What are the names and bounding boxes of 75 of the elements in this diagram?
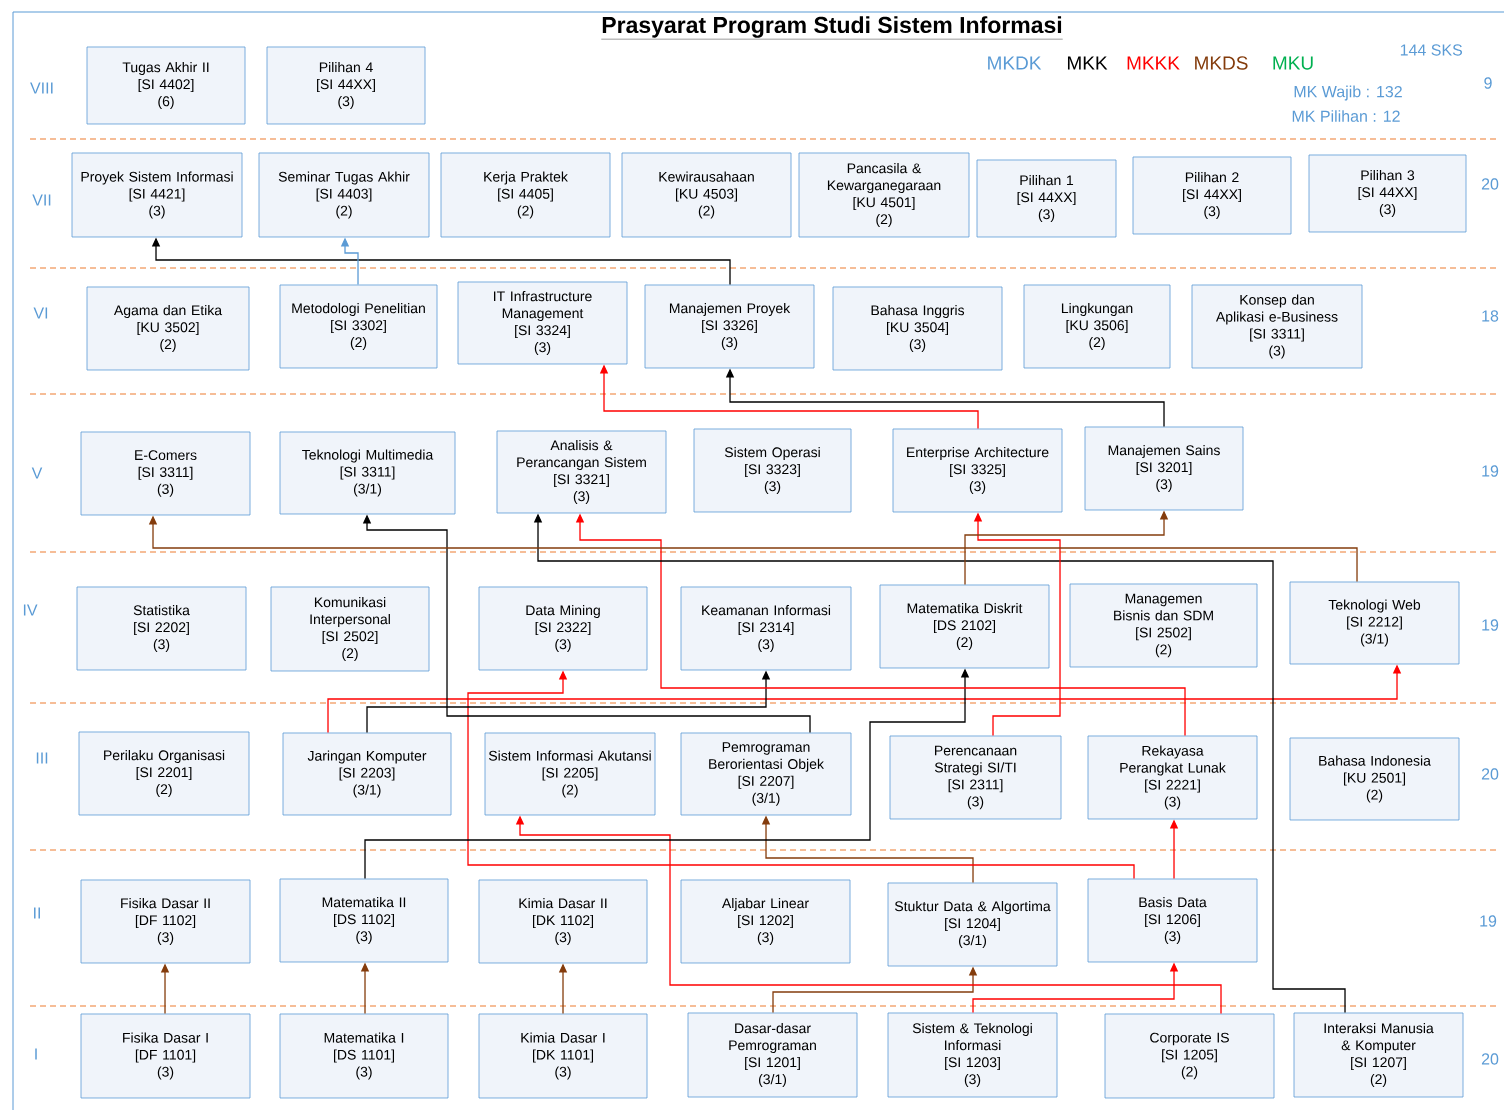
side-label: MK Wajib : 132 (1294, 85, 1402, 101)
course-box: Perilaku Organisasi [SI 2201] (2) (78, 731, 250, 816)
course-box: Fisika Dasar II [DF 1102] (3) (80, 879, 251, 964)
course-box: Seminar Tugas Akhir [SI 4403] (2) (258, 152, 430, 238)
course-box: Analisis & Perancangan Sistem [SI 3321] (3) (496, 430, 667, 514)
legend-item: MKU (1273, 56, 1313, 70)
side-label: V (31, 467, 43, 479)
course-box: Sistem Operasi [SI 3323] (3) (693, 428, 852, 513)
side-label: IV (23, 604, 38, 616)
side-label: 9 (1484, 77, 1492, 89)
side-label: VIII (30, 82, 53, 94)
course-box: Aljabar Linear [SI 1202] (3) (680, 879, 851, 964)
legend-item: MKK (1068, 56, 1108, 70)
course-box: Keamanan Informasi [SI 2314] (3) (680, 586, 852, 671)
course-box: Basis Data [SI 1206] (3) (1087, 878, 1258, 963)
course-box: Pilihan 1 [SI 44XX] (3) (976, 159, 1117, 238)
course-box: E-Comers [SI 3311] (3) (80, 431, 251, 516)
course-box: Corporate IS [SI 1205] (2) (1104, 1013, 1275, 1099)
course-box: Kimia Dasar I [DK 1101] (3) (478, 1013, 648, 1099)
side-label: MK Pilihan : 12 (1292, 110, 1400, 122)
course-box: Bahasa Inggris [KU 3504] (3) (832, 286, 1003, 371)
course-box: Pemrograman Berorientasi Objek [SI 2207] (3/1) (680, 732, 852, 816)
course-box: Jaringan Komputer [SI 2203] (3/1) (282, 732, 452, 816)
course-box: Metodologi Penelitian [SI 3302] (2) (279, 284, 438, 369)
course-box: Statistika [SI 2202] (3) (76, 586, 247, 671)
course-box: Tugas Akhir II [SI 4402] (6) (86, 46, 246, 125)
legend-item: MKDS (1195, 56, 1248, 70)
course-box: Matematika II [DS 1102] (3) (279, 878, 449, 963)
course-box: Proyek Sistem Informasi [SI 4421] (3) (71, 152, 243, 238)
course-box: Data Mining [SI 2322] (3) (478, 586, 648, 671)
course-box: Managemen Bisnis dan SDM [SI 2502] (2) (1069, 583, 1258, 668)
course-box: Pilihan 2 [SI 44XX] (3) (1132, 156, 1292, 235)
course-box: Manajemen Proyek [SI 3326] (3) (644, 284, 815, 369)
side-label: I (35, 1048, 37, 1060)
course-box: Bahasa Indonesia [KU 2501] (2) (1289, 737, 1460, 821)
course-box: Teknologi Web [SI 2212] (3/1) (1289, 581, 1460, 665)
course-box: Agama dan Etika [KU 3502] (2) (86, 286, 250, 371)
course-box: Manajemen Sains [SI 3201] (3) (1084, 426, 1244, 511)
course-box: Pancasila & Kewarganegaraan [KU 4501] (2) (798, 152, 970, 238)
side-label: VII (32, 194, 51, 206)
side-label: III (36, 752, 48, 764)
side-label: 20 (1481, 768, 1499, 780)
side-label: 19 (1482, 465, 1499, 477)
course-box: Rekayasa Perangkat Lunak [SI 2221] (3) (1087, 735, 1258, 820)
course-box: Sistem Informasi Akutansi [SI 2205] (2) (484, 732, 656, 816)
side-label: 20 (1481, 1053, 1499, 1065)
course-box: Kimia Dasar II [DK 1102] (3) (478, 879, 648, 964)
course-box: Pilihan 4 [SI 44XX] (3) (266, 46, 426, 125)
side-label: 18 (1482, 310, 1499, 322)
course-box: Dasar-dasar Pemrograman [SI 1201] (3/1) (687, 1012, 858, 1098)
legend-item: MKKK (1127, 56, 1180, 70)
side-label: 144 SKS (1400, 44, 1463, 56)
course-box: Matematika I [DS 1101] (3) (279, 1013, 449, 1099)
side-label: 20 (1481, 178, 1499, 190)
course-box: Enterprise Architecture [SI 3325] (3) (892, 428, 1063, 513)
course-box: Komunikasi Interpersonal [SI 2502] (2) (270, 586, 430, 672)
title: Prasyarat Program Studi Sistem Informasi (601, 16, 1063, 40)
course-box: Interaksi Manusia & Komputer [SI 1207] (2) (1293, 1012, 1464, 1098)
side-label: 19 (1480, 915, 1497, 927)
course-box: Pilihan 3 [SI 44XX] (3) (1308, 154, 1467, 233)
course-box: Fisika Dasar I [DF 1101] (3) (80, 1013, 251, 1099)
course-box: Konsep dan Aplikasi e-Business [SI 3311] (3) (1191, 284, 1363, 369)
course-box: IT Infrastructure Management [SI 3324] (3) (457, 281, 628, 365)
side-label: II (34, 907, 40, 919)
course-box: Perencanaan Strategi SI/TI [SI 2311] (3) (889, 735, 1062, 820)
legend-item: MKDK (988, 56, 1042, 70)
course-box: Stuktur Data & Algortima [SI 1204] (3/1) (887, 882, 1058, 967)
side-label: VI (33, 307, 48, 319)
course-box: Kewirausahaan [KU 4503] (2) (621, 152, 792, 238)
course-box: Teknologi Multimedia [SI 3311] (3/1) (279, 431, 456, 515)
course-box: Sistem & Teknologi Informasi [SI 1203] (3) (887, 1012, 1058, 1098)
side-label: 19 (1482, 619, 1499, 631)
course-box: Kerja Praktek [SI 4405] (2) (440, 152, 611, 238)
course-box: Lingkungan [KU 3506] (2) (1023, 284, 1171, 369)
course-box: Matematika Diskrit [DS 2102] (2) (879, 584, 1050, 669)
